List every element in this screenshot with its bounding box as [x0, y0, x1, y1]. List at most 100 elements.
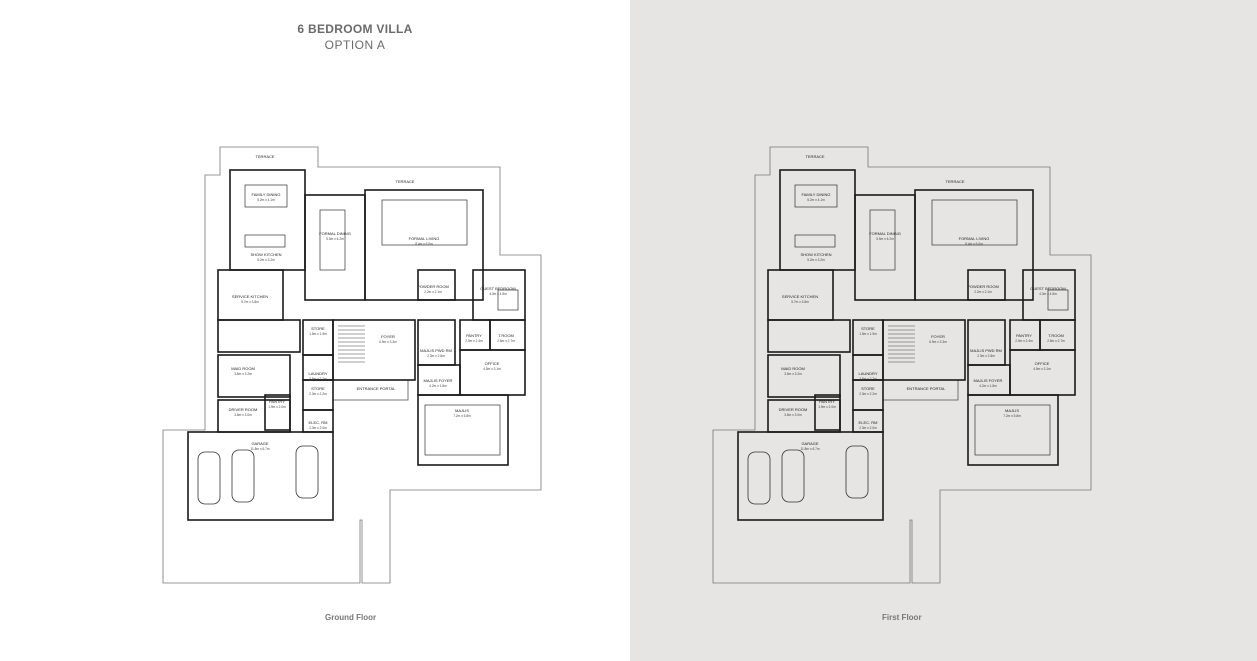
room-label: STORE — [311, 386, 325, 391]
family-dining-table — [244, 184, 288, 208]
room-label: GUEST BEDROOM — [1030, 286, 1066, 291]
car-icon — [197, 451, 221, 505]
room-wall — [417, 319, 456, 366]
room-size: 2.5m x 2.7m — [859, 377, 877, 381]
room-label: SHOW KITCHEN — [250, 252, 281, 257]
room-label: MAID ROOM — [231, 366, 255, 371]
room-label: MAJLIS FOYER — [974, 378, 1003, 383]
room-wall — [264, 394, 291, 431]
car-icon — [747, 451, 771, 505]
room-size: 5.5m x 6.2m — [326, 237, 344, 241]
room-label: T.ROOM — [498, 333, 514, 338]
majlis-seating — [974, 404, 1051, 456]
room-size: 3.6m x 3.2m — [234, 372, 252, 376]
room-size: 7.2m x 5.8m — [453, 414, 471, 418]
room-label: MAJLIS FOYER — [424, 378, 453, 383]
room-label: PANTRY — [819, 399, 835, 404]
room-size: 2.5m x 2.7m — [309, 377, 327, 381]
room-label: FAMILY DINING — [252, 192, 281, 197]
room-label: DRIVER ROOM — [229, 407, 258, 412]
room-size: 4.2m x 1.8m — [979, 384, 997, 388]
room-size: 2.3m x 2.2m — [859, 392, 877, 396]
room-size: 2.3m x 2.0m — [309, 426, 327, 430]
room-label: MAID ROOM — [781, 366, 805, 371]
site-boundary — [712, 146, 1092, 584]
first-floor-caption: First Floor — [882, 613, 922, 622]
room-label: PANTRY — [269, 399, 285, 404]
room-size: 5.5m x 6.2m — [876, 237, 894, 241]
room-wall — [967, 269, 1006, 301]
room-label: GUEST BEDROOM — [480, 286, 516, 291]
room-size: 2.2m x 2.1m — [424, 290, 442, 294]
room-label: MAJLIS — [1005, 408, 1019, 413]
room-label: LAUNDRY — [308, 371, 327, 376]
room-size: 4.5m x 3.1m — [483, 367, 501, 371]
room-label: STORE — [861, 386, 875, 391]
room-label: MAJLIS PWD RM — [970, 348, 1002, 353]
room-label: POWDER ROOM — [967, 284, 999, 289]
room-size: 1.5m x 1.9m — [859, 332, 877, 336]
room-size: 1.9m x 2.0m — [818, 405, 836, 409]
room-label: OFFICE — [485, 361, 500, 366]
room-wall — [882, 319, 966, 381]
room-label: SERVICE KITCHEN — [232, 294, 268, 299]
ground-floor-caption: Ground Floor — [325, 613, 377, 622]
room-label: GARAGE — [251, 441, 268, 446]
formal-living-sofa — [381, 199, 468, 246]
room-label: TERRACE — [255, 154, 274, 159]
room-label: PANTRY — [1016, 333, 1032, 338]
room-size: 4.2m x 1.8m — [429, 384, 447, 388]
room-wall — [417, 269, 456, 301]
room-wall — [217, 319, 301, 353]
room-wall — [187, 431, 334, 521]
room-size: 4.5m x 3.1m — [1033, 367, 1051, 371]
room-size: 8.4m x 6.0m — [965, 242, 983, 246]
room-label: LAUNDRY — [858, 371, 877, 376]
room-size: 3.6m x 3.0m — [784, 413, 802, 417]
room-wall — [304, 194, 366, 301]
room-size: 8.4m x 6.0m — [415, 242, 433, 246]
room-size: 3.6m x 3.0m — [234, 413, 252, 417]
room-size: 5.2m x 3.2m — [807, 258, 825, 262]
family-dining-table — [794, 184, 838, 208]
room-label: FAMILY DINING — [802, 192, 831, 197]
room-label: POWDER ROOM — [417, 284, 449, 289]
guest-bed — [497, 289, 519, 311]
room-label: ENTRANCE PORTAL — [357, 386, 397, 391]
formal-dining-table — [869, 209, 896, 271]
villa-title: 6 BEDROOM VILLA — [297, 22, 413, 36]
room-wall — [854, 194, 916, 301]
room-label: TERRACE — [945, 179, 964, 184]
room-wall — [737, 431, 884, 521]
room-size: 5.7m x 3.8m — [241, 300, 259, 304]
room-size: 1.5m x 1.9m — [309, 332, 327, 336]
room-size: 11.8m x 6.7m — [250, 447, 269, 451]
car-icon — [781, 449, 805, 503]
room-size: 2.3m x 2.8m — [977, 354, 995, 358]
formal-living-sofa — [931, 199, 1018, 246]
room-label: STORE — [861, 326, 875, 331]
room-wall — [332, 319, 416, 381]
car-icon — [845, 445, 869, 499]
room-size: 5.2m x 4.1m — [257, 198, 275, 202]
room-wall — [459, 349, 526, 396]
room-label: DRIVER ROOM — [779, 407, 808, 412]
kitchen-island — [794, 234, 836, 248]
room-label: OFFICE — [1035, 361, 1050, 366]
room-size: 3.6m x 3.2m — [784, 372, 802, 376]
room-label: MAJLIS PWD RM — [420, 348, 452, 353]
room-size: 1.9m x 2.0m — [268, 405, 286, 409]
room-size: 2.2m x 2.1m — [974, 290, 992, 294]
room-size: 11.8m x 6.7m — [800, 447, 819, 451]
room-size: 2.6m x 2.7m — [1047, 339, 1065, 343]
room-wall — [767, 354, 841, 398]
room-size: 6.9m x 3.3m — [379, 340, 397, 344]
room-wall — [967, 394, 1059, 466]
car-icon — [231, 449, 255, 503]
room-size: 6.9m x 3.3m — [929, 340, 947, 344]
room-label: SHOW KITCHEN — [800, 252, 831, 257]
room-size: 2.0m x 2.4m — [465, 339, 483, 343]
room-label: FORMAL DINING — [869, 231, 901, 236]
